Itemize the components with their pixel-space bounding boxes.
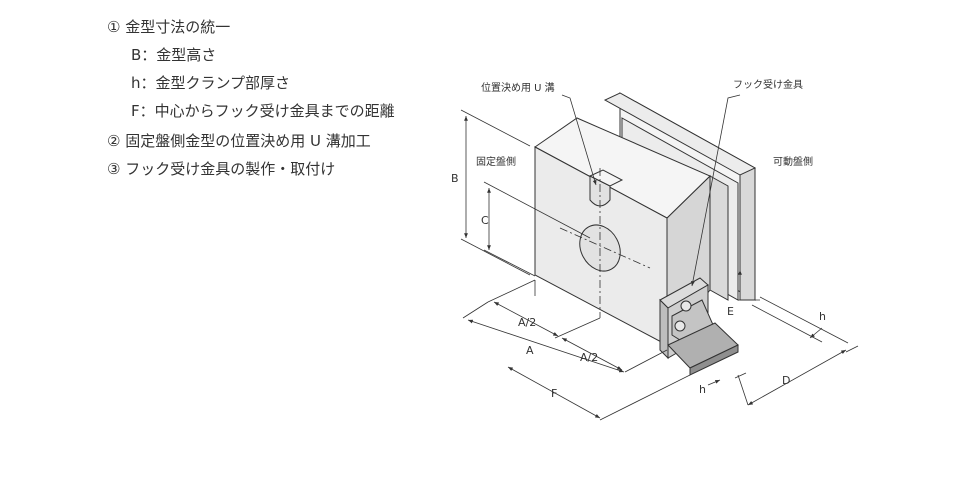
dimension-e-h-d bbox=[707, 270, 859, 406]
note-u-groove-machining: ② 固定盤側金型の位置決め用 U 溝加工 bbox=[107, 132, 371, 150]
label-movable-side: 可動盤側 bbox=[773, 155, 813, 168]
dimension-b bbox=[460, 109, 531, 276]
hook-fitting bbox=[659, 277, 739, 376]
dimension-c bbox=[483, 181, 591, 277]
dimension-a-lines bbox=[462, 279, 691, 421]
legend-notes: ① 金型寸法の統一 B：金型高さ h：金型クランプ部厚さ F：中心からフック受け… bbox=[0, 0, 430, 200]
note-hook-fitting-fabrication: ③ フック受け金具の製作・取付け bbox=[107, 160, 336, 178]
dim-label-a: A bbox=[526, 344, 534, 357]
dim-label-d: D bbox=[782, 374, 790, 387]
dim-label-b: B bbox=[451, 172, 459, 185]
center-lines bbox=[559, 168, 651, 318]
label-fixed-side: 固定盤側 bbox=[476, 155, 516, 168]
note-b-mold-height: B：金型高さ bbox=[131, 46, 217, 64]
label-u-groove: 位置決め用 U 溝 bbox=[481, 81, 555, 94]
dim-label-e: E bbox=[727, 305, 734, 318]
label-hook-fitting: フック受け金具 bbox=[733, 78, 803, 91]
dim-label-h-bottom: h bbox=[699, 383, 706, 396]
dim-label-a-half-1: A/2 bbox=[518, 316, 536, 329]
dim-label-f: F bbox=[551, 387, 557, 400]
dim-label-c: C bbox=[481, 214, 489, 227]
note-h-clamp-thickness: h：金型クランプ部厚さ bbox=[131, 74, 291, 92]
leader-lines bbox=[561, 94, 741, 287]
dim-label-a-half-2: A/2 bbox=[580, 351, 598, 364]
note-mold-dimension-unification: ① 金型寸法の統一 bbox=[107, 18, 231, 36]
dim-label-h-top: h bbox=[819, 310, 826, 323]
note-f-distance: F：中心からフック受け金具までの距離 bbox=[131, 102, 395, 120]
